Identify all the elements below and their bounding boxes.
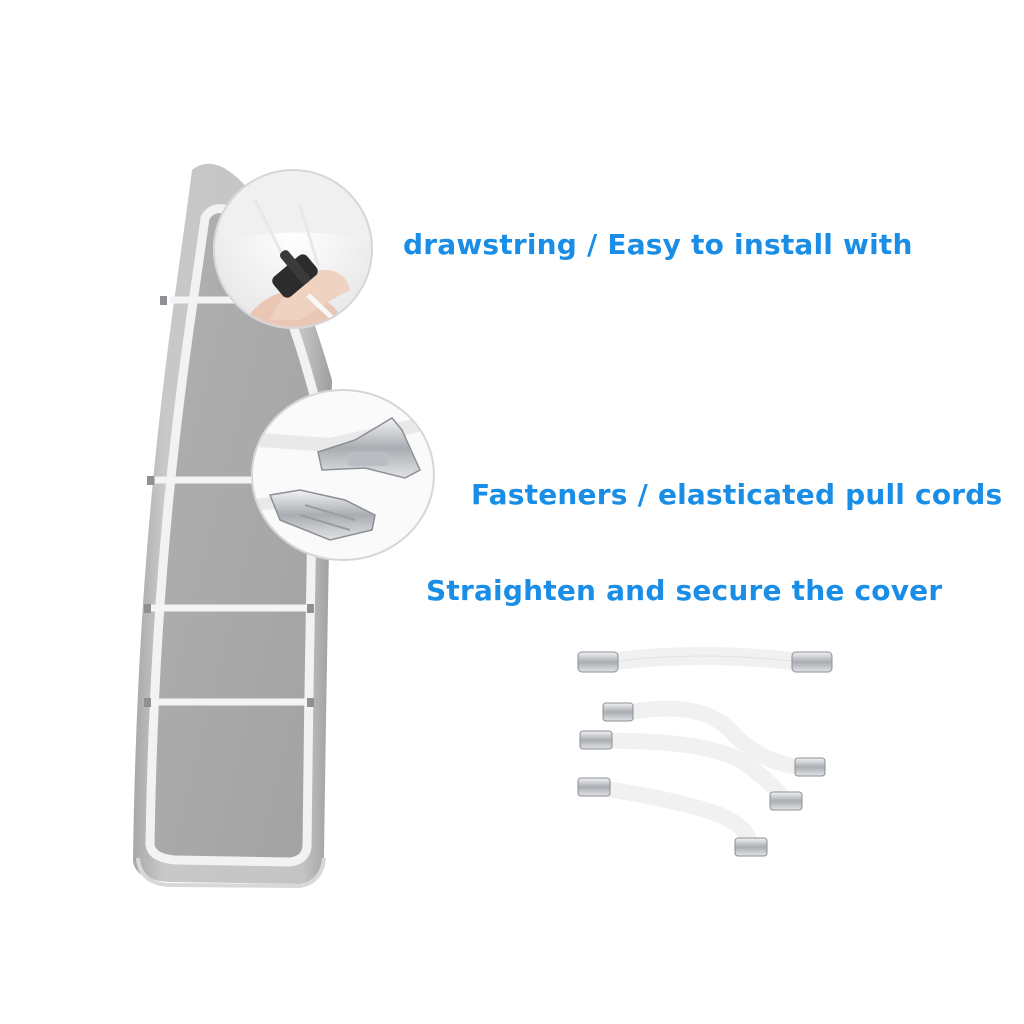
caption-secure-cover: Straighten and secure the cover	[426, 574, 943, 607]
metal-clip-upper	[317, 417, 421, 479]
caption-drawstring: drawstring / Easy to install with	[403, 228, 913, 261]
strap-horizontal	[577, 647, 833, 673]
strap-curved-1	[602, 700, 826, 777]
strap-curved-3	[577, 777, 768, 857]
ironing-board-cover	[133, 163, 332, 889]
fastener-closeup-inset	[251, 389, 435, 561]
drawstring-inset	[213, 169, 373, 329]
metal-clip-lower	[268, 489, 376, 541]
elastic-straps-product	[577, 647, 833, 857]
strap-curved-2	[579, 730, 803, 811]
cover-elastic-hem	[136, 857, 326, 889]
caption-fasteners: Fasteners / elasticated pull cords	[471, 478, 1003, 511]
drawstring-toggle	[272, 250, 318, 298]
